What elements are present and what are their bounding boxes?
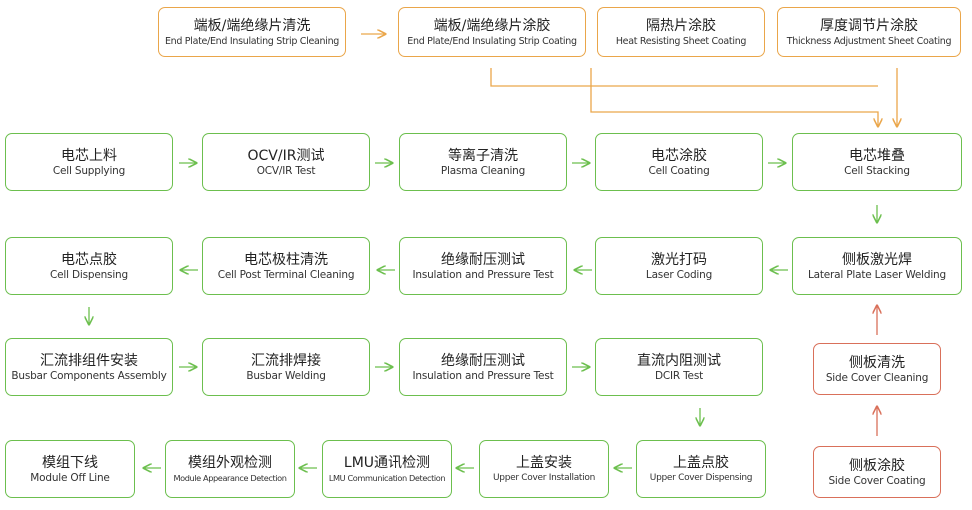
step-end-plate-coating: 端板/端绝缘片涂胶 End Plate/End Insulating Strip… (398, 7, 586, 57)
step-cell-supplying: 电芯上料 Cell Supplying (5, 133, 173, 191)
step-label-zh: 侧板涂胶 (849, 457, 905, 474)
step-label-zh: 电芯极柱清洗 (244, 251, 328, 268)
step-label-zh: OCV/IR测试 (247, 147, 325, 164)
connector-top-coating (490, 68, 878, 87)
step-label-en: Upper Cover Dispensing (649, 472, 753, 483)
step-cell-coating: 电芯涂胶 Cell Coating (595, 133, 763, 191)
step-label-en: Module Appearance Detection (173, 472, 287, 483)
step-label-en: Lateral Plate Laser Welding (808, 268, 946, 281)
step-label-en: Heat Resisting Sheet Coating (615, 35, 747, 47)
step-side-cover-cleaning: 侧板清洗 Side Cover Cleaning (813, 343, 941, 395)
connector-heat-sheet (590, 68, 878, 126)
step-label-zh: LMU通讯检测 (343, 454, 431, 471)
step-label-zh: 电芯点胶 (61, 251, 117, 268)
step-label-en: Insulation and Pressure Test (412, 369, 554, 382)
step-thickness-adjustment-coating: 厚度调节片涂胶 Thickness Adjustment Sheet Coati… (777, 7, 961, 57)
step-label-zh: 等离子清洗 (448, 147, 518, 164)
step-label-en: Laser Coding (645, 268, 713, 281)
step-label-zh: 侧板清洗 (849, 354, 905, 371)
step-label-en: Insulation and Pressure Test (412, 268, 554, 281)
step-label-en: Side Cover Coating (828, 474, 926, 487)
step-label-en: Thickness Adjustment Sheet Coating (786, 35, 952, 47)
step-lmu-communication-detection: LMU通讯检测 LMU Communication Detection (322, 440, 452, 498)
step-label-en: Cell Coating (648, 164, 710, 177)
step-label-en: Plasma Cleaning (440, 164, 526, 177)
step-plasma-cleaning: 等离子清洗 Plasma Cleaning (399, 133, 567, 191)
step-label-en: DCIR Test (654, 369, 704, 382)
step-busbar-components-assembly: 汇流排组件安装 Busbar Components Assembly (5, 338, 173, 396)
step-laser-coding: 激光打码 Laser Coding (595, 237, 763, 295)
step-label-zh: 直流内阻测试 (637, 352, 721, 369)
step-label-en: LMU Communication Detection (328, 472, 446, 483)
step-label-en: Cell Post Terminal Cleaning (217, 268, 355, 281)
step-label-en: End Plate/End Insulating Strip Cleaning (164, 35, 340, 47)
step-insulation-pressure-test: 绝缘耐压测试 Insulation and Pressure Test (399, 237, 567, 295)
step-label-zh: 隔热片涂胶 (646, 17, 716, 34)
step-label-en: Upper Cover Installation (493, 472, 595, 483)
step-cell-dispensing: 电芯点胶 Cell Dispensing (5, 237, 173, 295)
step-label-zh: 上盖点胶 (673, 454, 729, 471)
step-module-appearance-detection: 模组外观检测 Module Appearance Detection (165, 440, 295, 498)
step-side-cover-coating: 侧板涂胶 Side Cover Coating (813, 446, 941, 498)
step-label-zh: 上盖安装 (516, 454, 572, 471)
step-label-en: Side Cover Cleaning (825, 371, 929, 384)
step-ocv-ir-test: OCV/IR测试 OCV/IR Test (202, 133, 370, 191)
step-heat-resisting-coating: 隔热片涂胶 Heat Resisting Sheet Coating (597, 7, 765, 57)
step-label-zh: 激光打码 (651, 251, 707, 268)
step-label-zh: 绝缘耐压测试 (441, 251, 525, 268)
step-label-zh: 电芯涂胶 (651, 147, 707, 164)
step-label-zh: 端板/端绝缘片涂胶 (433, 17, 551, 34)
step-label-en: Busbar Components Assembly (11, 369, 167, 382)
step-label-zh: 端板/端绝缘片清洗 (193, 17, 311, 34)
step-label-zh: 电芯堆叠 (849, 147, 905, 164)
step-upper-cover-installation: 上盖安装 Upper Cover Installation (479, 440, 609, 498)
step-label-en: Cell Stacking (844, 164, 910, 177)
step-module-off-line: 模组下线 Module Off Line (5, 440, 135, 498)
step-label-zh: 模组外观检测 (188, 454, 272, 471)
step-end-plate-cleaning: 端板/端绝缘片清洗 End Plate/End Insulating Strip… (158, 7, 346, 57)
step-label-en: OCV/IR Test (256, 164, 316, 177)
step-label-zh: 汇流排焊接 (251, 352, 321, 369)
step-label-zh: 电芯上料 (61, 147, 117, 164)
step-label-en: End Plate/End Insulating Strip Coating (407, 35, 577, 47)
step-label-zh: 厚度调节片涂胶 (820, 17, 918, 34)
step-label-en: Busbar Welding (246, 369, 326, 382)
step-busbar-welding: 汇流排焊接 Busbar Welding (202, 338, 370, 396)
step-label-zh: 绝缘耐压测试 (441, 352, 525, 369)
step-dcir-test: 直流内阻测试 DCIR Test (595, 338, 763, 396)
step-cell-stacking: 电芯堆叠 Cell Stacking (792, 133, 962, 191)
step-label-en: Module Off Line (30, 471, 110, 484)
step-insulation-pressure-test-2: 绝缘耐压测试 Insulation and Pressure Test (399, 338, 567, 396)
step-upper-cover-dispensing: 上盖点胶 Upper Cover Dispensing (636, 440, 766, 498)
step-label-zh: 汇流排组件安装 (40, 352, 138, 369)
step-label-en: Cell Supplying (52, 164, 126, 177)
step-cell-post-terminal-cleaning: 电芯极柱清洗 Cell Post Terminal Cleaning (202, 237, 370, 295)
step-label-zh: 侧板激光焊 (842, 251, 912, 268)
step-lateral-plate-laser-welding: 侧板激光焊 Lateral Plate Laser Welding (792, 237, 962, 295)
step-label-zh: 模组下线 (42, 454, 98, 471)
step-label-en: Cell Dispensing (50, 268, 128, 281)
